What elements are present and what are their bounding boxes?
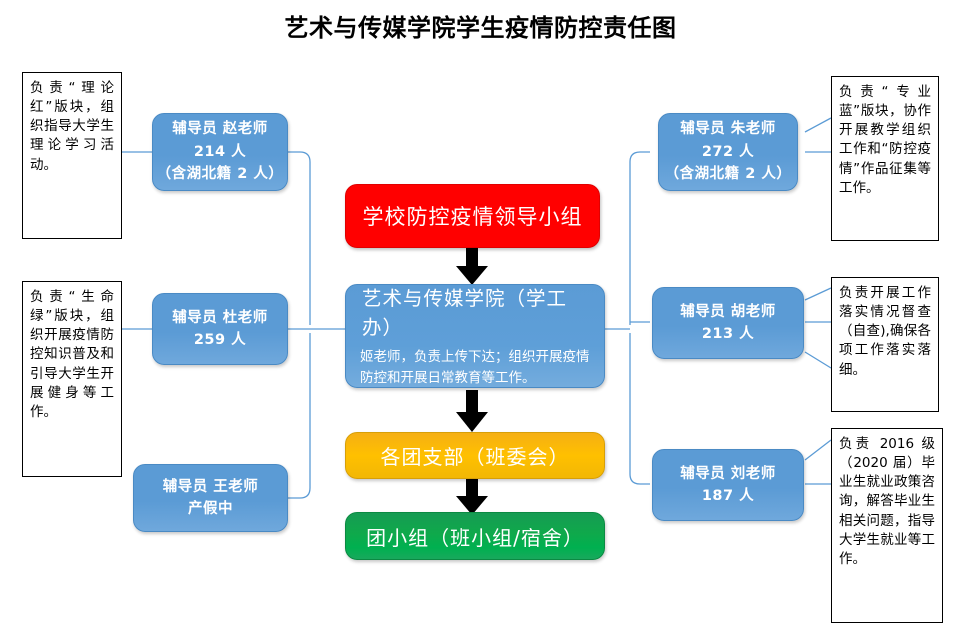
counselor-hu-line-2: 213 人 xyxy=(701,326,755,342)
counselor-liu-line-2: 187 人 xyxy=(701,488,755,504)
counselor-wang-line-1: 辅导员 王老师 xyxy=(162,478,259,495)
line-liu-diagonal xyxy=(804,439,832,461)
note-employment-text: 负责 2016 级（2020 届）毕业生就业政策咨询，解答毕业生相关问题，指导大… xyxy=(839,436,935,567)
center-box-league-group[interactable]: 团小组（班小组/宿舍） xyxy=(345,512,605,560)
counselor-box-wang[interactable]: 辅导员 王老师 产假中 xyxy=(133,464,288,532)
counselor-liu-line-1: 辅导员 刘老师 xyxy=(680,465,776,482)
note-major-blue: 负责“专业蓝”版块，协作开展教学组织工作和“防控疫情”作品征集等工作。 xyxy=(831,76,939,241)
center-box-league-group-label: 团小组（班小组/宿舍） xyxy=(366,525,584,550)
line-liu-to-bus xyxy=(629,333,650,485)
counselor-box-du[interactable]: 辅导员 杜老师 259 人 xyxy=(152,293,288,365)
counselor-zhao-line-3: （含湖北籍 2 人） xyxy=(156,166,284,183)
note-employment: 负责 2016 级（2020 届）毕业生就业政策咨询，解答毕业生相关问题，指导大… xyxy=(831,428,943,623)
center-box-school-leadership-label: 学校防控疫情领导小组 xyxy=(362,205,583,229)
counselor-zhu-line-3: （含湖北籍 2 人） xyxy=(664,166,792,183)
note-life-green: 负责“生命绿”版块，组织开展疫情防控知识普及和引导大学生开展健身等工作。 xyxy=(22,281,122,477)
note-major-blue-text: 负责“专业蓝”版块，协作开展教学组织工作和“防控疫情”作品征集等工作。 xyxy=(839,84,931,196)
counselor-wang-line-2: 产假中 xyxy=(188,501,233,517)
arrow-red-to-blue xyxy=(456,247,488,285)
line-zhu-to-bus xyxy=(629,151,650,325)
counselor-zhu-line-1: 辅导员 朱老师 xyxy=(680,121,776,138)
line-hu-diagonal-down xyxy=(804,351,832,369)
line-zhao-to-bus xyxy=(288,151,311,325)
line-zhu-diagonal xyxy=(804,117,832,133)
note-theory-red-text: 负责“理论红”版块，组织指导大学生理论学习活动。 xyxy=(30,80,114,173)
center-box-college-office-sub: 姬老师，负责上传下达；组织开展疫情防控和开展日常教育等工作。 xyxy=(360,349,590,386)
note-theory-red: 负责“理论红”版块，组织指导大学生理论学习活动。 xyxy=(22,72,122,239)
center-box-college-office-label: 艺术与传媒学院（学工办） xyxy=(362,287,568,340)
center-box-branch-league[interactable]: 各团支部（班委会） xyxy=(345,432,605,479)
counselor-zhu-line-2: 272 人 xyxy=(701,143,755,160)
counselor-box-zhao[interactable]: 辅导员 赵老师 214 人 （含湖北籍 2 人） xyxy=(152,113,288,191)
center-box-school-leadership[interactable]: 学校防控疫情领导小组 xyxy=(345,184,600,248)
arrow-blue-to-orange xyxy=(456,390,488,432)
note-supervision-text: 负责开展工作落实情况督查（自查),确保各项工作落实落细。 xyxy=(839,285,931,378)
counselor-hu-line-1: 辅导员 胡老师 xyxy=(680,303,776,320)
page-title: 艺术与传媒学院学生疫情防控责任图 xyxy=(284,13,677,42)
note-supervision: 负责开展工作落实情况督查（自查),确保各项工作落实落细。 xyxy=(831,277,939,412)
arrow-orange-to-green xyxy=(456,478,488,515)
counselor-zhao-line-1: 辅导员 赵老师 xyxy=(172,121,268,138)
line-hu-diagonal-up xyxy=(804,287,832,301)
counselor-box-hu[interactable]: 辅导员 胡老师 213 人 xyxy=(652,287,804,359)
note-life-green-text: 负责“生命绿”版块，组织开展疫情防控知识普及和引导大学生开展健身等工作。 xyxy=(30,289,114,420)
line-wang-to-bus xyxy=(288,333,311,499)
center-box-college-office[interactable]: 艺术与传媒学院（学工办） 姬老师，负责上传下达；组织开展疫情防控和开展日常教育等… xyxy=(345,284,605,388)
counselor-box-liu[interactable]: 辅导员 刘老师 187 人 xyxy=(652,449,804,521)
counselor-du-line-2: 259 人 xyxy=(193,332,247,348)
counselor-box-zhu[interactable]: 辅导员 朱老师 272 人 （含湖北籍 2 人） xyxy=(658,113,798,191)
center-box-branch-league-label: 各团支部（班委会） xyxy=(380,445,570,469)
counselor-zhao-line-2: 214 人 xyxy=(193,143,247,160)
counselor-du-line-1: 辅导员 杜老师 xyxy=(172,309,268,326)
